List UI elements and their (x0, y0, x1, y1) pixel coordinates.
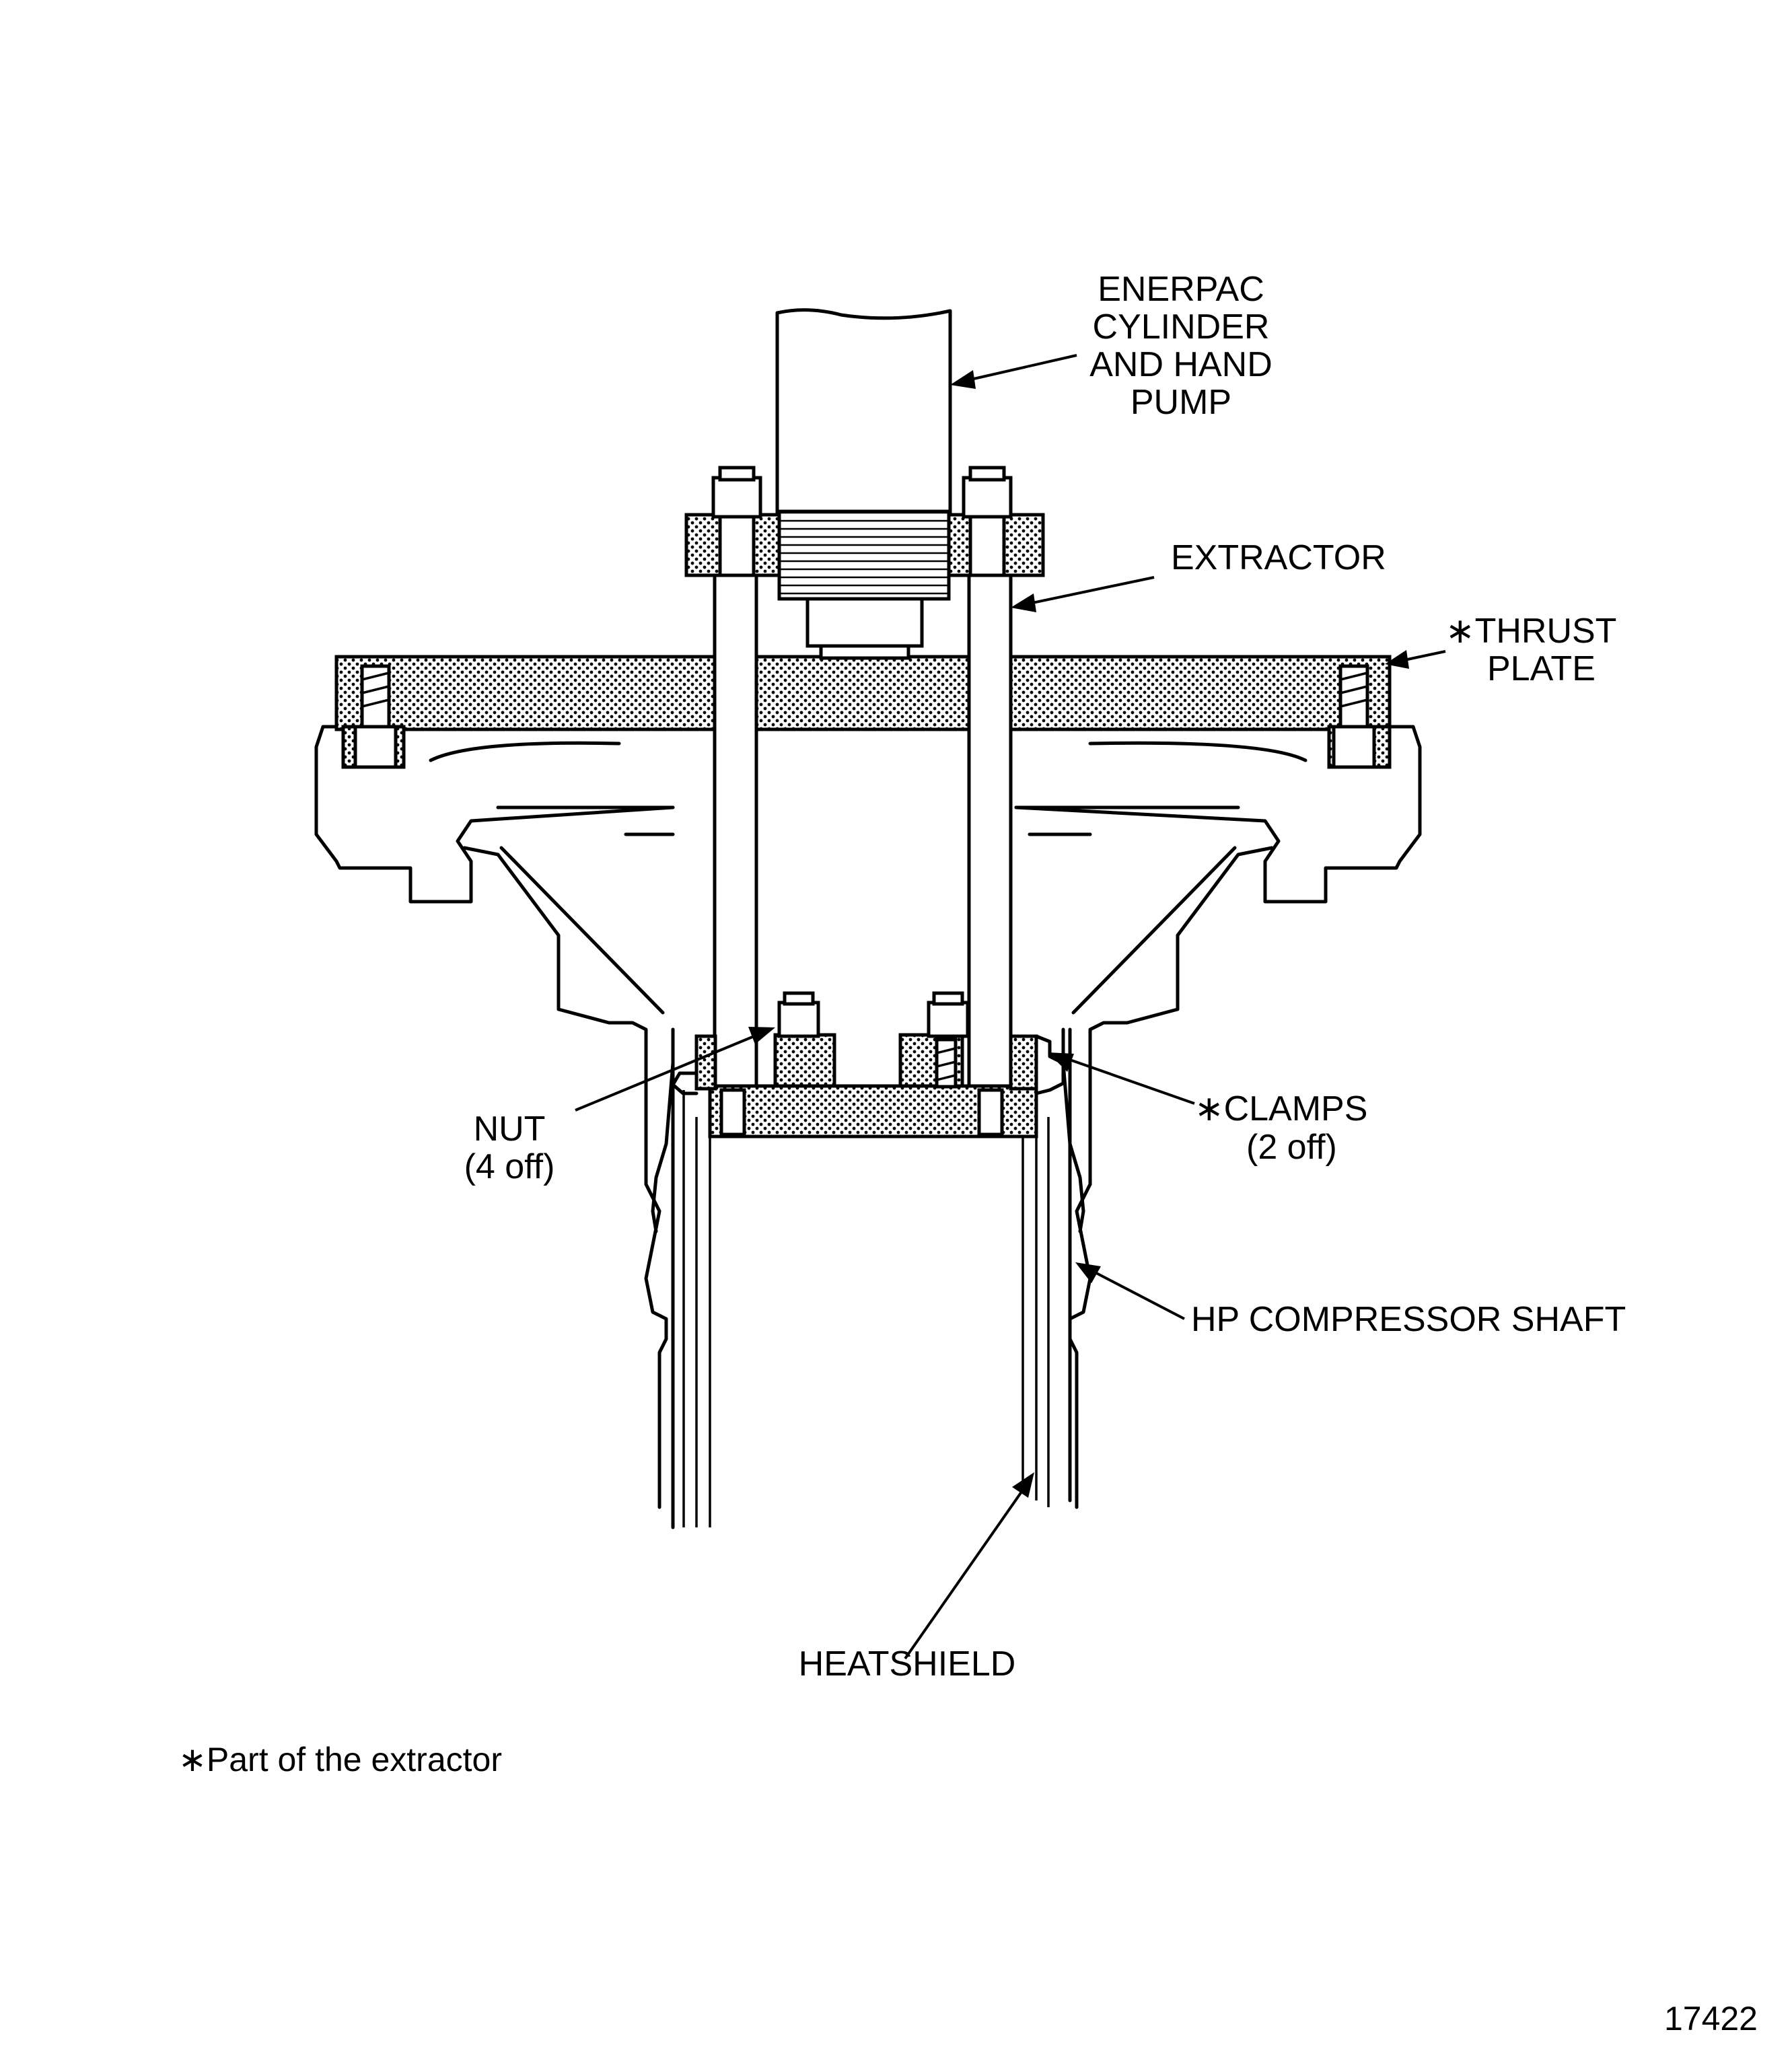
extractor-crosshead (684, 466, 1045, 577)
label-cylinder-2: CYLINDER (1093, 308, 1270, 347)
enerpac-cylinder (775, 308, 952, 660)
leader-lines (575, 354, 1446, 1660)
heatshield-tube (682, 1090, 1050, 1527)
label-extractor: EXTRACTOR (1171, 538, 1386, 577)
label-heatshield: HEATSHIELD (799, 1644, 1016, 1684)
callout-labels: ENERPAC CYLINDER AND HAND PUMP EXTRACTOR… (464, 270, 1626, 1684)
label-thrust-plate-2: PLATE (1487, 649, 1596, 688)
extractor-tie-rods (713, 570, 1013, 1099)
label-clamps-1: ∗CLAMPS (1194, 1089, 1367, 1128)
footnote: ∗Part of the extractor (178, 1741, 502, 1778)
label-thrust-plate-1: ∗THRUST (1445, 612, 1616, 651)
label-clamps-2: (2 off) (1246, 1128, 1337, 1167)
figure-number: 17422 (1664, 2000, 1758, 2037)
label-nut-1: NUT (474, 1110, 546, 1149)
thrust-plate (334, 655, 1392, 769)
label-nut-2: (4 off) (464, 1147, 555, 1186)
hp-compressor-shaft (671, 1027, 1072, 1529)
label-cylinder-3: AND HAND (1089, 345, 1273, 384)
label-cylinder-1: ENERPAC (1098, 270, 1264, 309)
puller-block (694, 991, 1038, 1138)
label-hp-compressor-shaft: HP COMPRESSOR SHAFT (1191, 1300, 1626, 1339)
label-cylinder-4: PUMP (1131, 383, 1231, 422)
